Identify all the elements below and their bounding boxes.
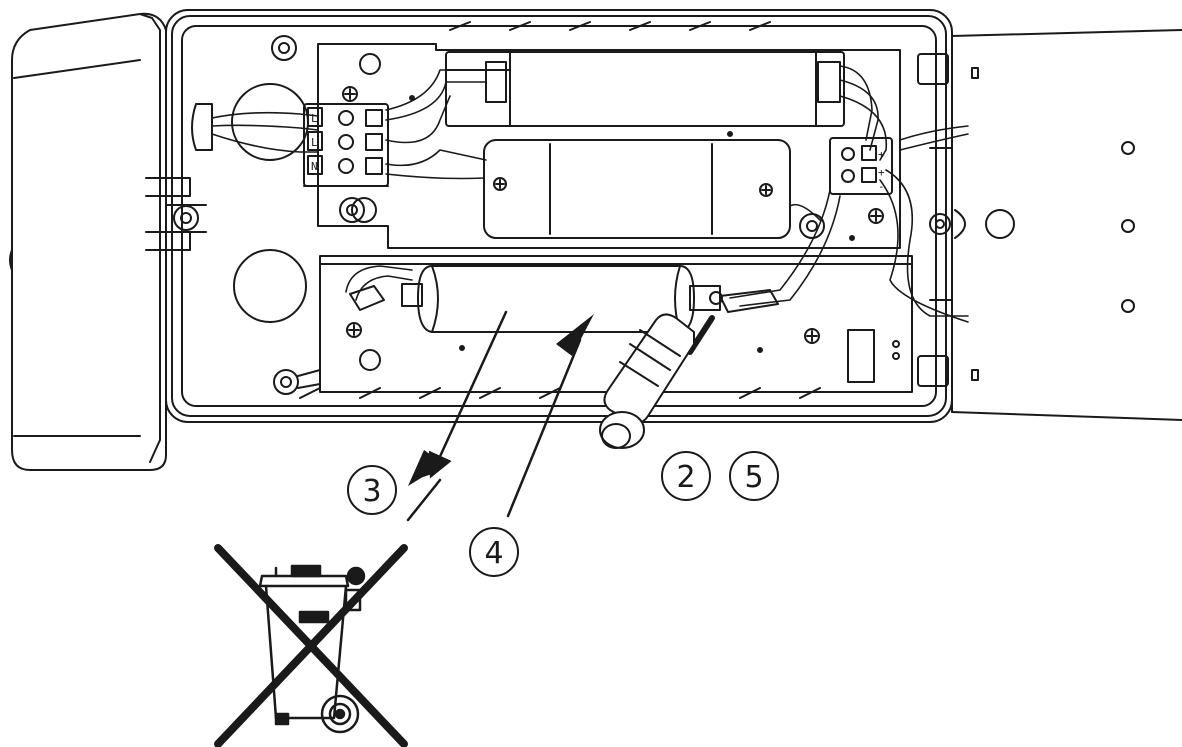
led-driver bbox=[445, 51, 845, 127]
terminal-mark-plus-2: + bbox=[878, 166, 885, 179]
terminal-marks-left: L L N bbox=[311, 112, 318, 173]
housing-screw-middle bbox=[339, 197, 365, 223]
callout-circle-2 bbox=[661, 451, 711, 501]
internal-wiring bbox=[211, 65, 969, 323]
terminal-mark-1: L bbox=[311, 112, 318, 125]
right-lid bbox=[917, 29, 1182, 421]
callout-label-3: 3 bbox=[362, 474, 381, 509]
emergency-module bbox=[483, 139, 791, 239]
arrow-insert-battery bbox=[506, 314, 594, 518]
upper-mounting-plate bbox=[317, 43, 901, 249]
callout-label-4: 4 bbox=[484, 536, 503, 571]
screwdriver-icon bbox=[599, 313, 715, 449]
battery-pack-icon bbox=[349, 265, 779, 333]
arrow-remove-battery bbox=[406, 310, 508, 522]
callout-label-2: 2 bbox=[676, 460, 695, 495]
cable-grommet-upper bbox=[191, 83, 309, 161]
terminal-mark-minus: - bbox=[878, 180, 885, 193]
housing-screw-right bbox=[799, 213, 825, 239]
terminal-marks-right: + + - bbox=[878, 148, 885, 193]
crossed-out-wheelie-bin-icon bbox=[214, 544, 408, 747]
callout-circle-5 bbox=[729, 451, 779, 501]
callout-label-5: 5 bbox=[744, 460, 763, 495]
knockout-lower bbox=[233, 249, 307, 323]
terminal-mark-3: N bbox=[311, 160, 318, 173]
callout-circle-3 bbox=[347, 465, 397, 515]
housing-screw-bottom bbox=[273, 369, 321, 395]
terminal-block-right bbox=[829, 137, 893, 195]
terminal-mark-2: L bbox=[311, 136, 318, 149]
left-cover bbox=[9, 12, 207, 471]
battery-tray bbox=[319, 255, 913, 393]
housing-frame bbox=[165, 9, 953, 423]
housing-screw-top bbox=[271, 35, 297, 61]
terminal-block-left bbox=[303, 103, 389, 187]
callout-circle-4 bbox=[469, 527, 519, 577]
terminal-mark-plus-1: + bbox=[878, 148, 885, 161]
